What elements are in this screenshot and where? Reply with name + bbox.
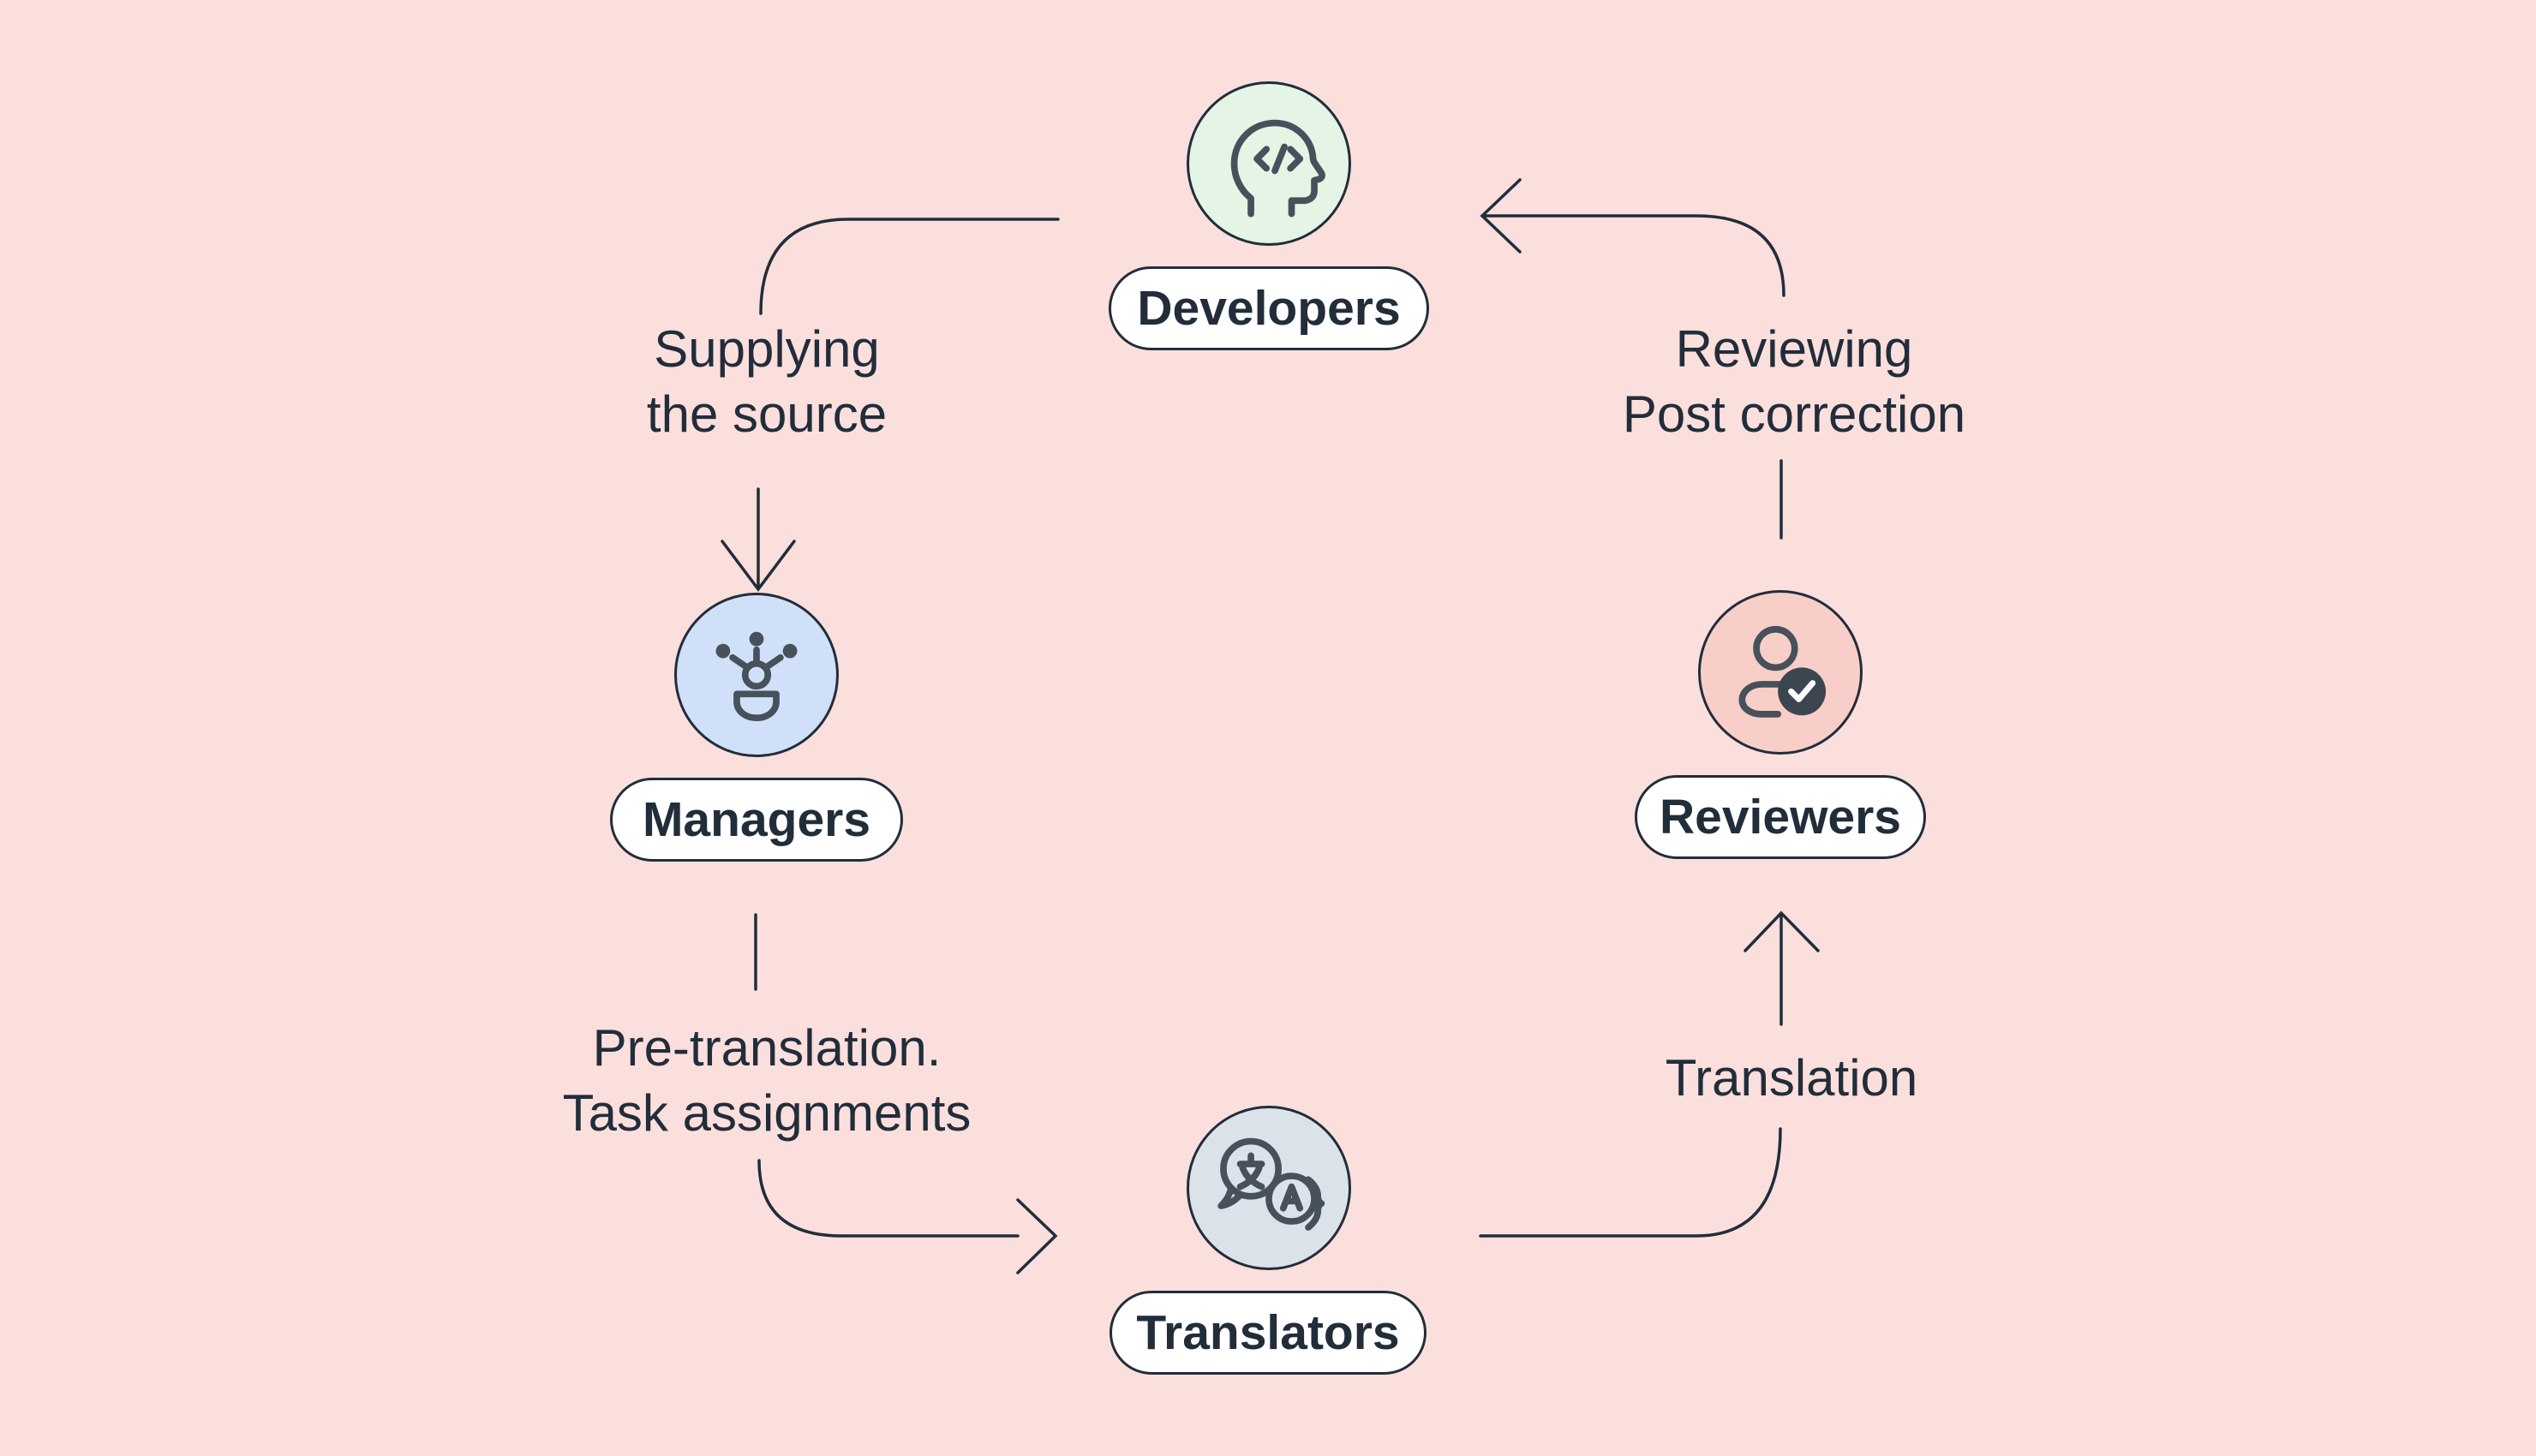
node-circle-translators <box>1187 1106 1351 1270</box>
edge-label-line: Reviewing <box>1675 320 1913 378</box>
reviewer-approved-icon <box>1738 625 1827 718</box>
edge-label-line: the source <box>646 385 888 443</box>
node-label-managers: Managers <box>610 778 903 862</box>
arrowhead-right <box>1016 1198 1058 1274</box>
node-label-translators: Translators <box>1110 1291 1426 1375</box>
edge-label-line: Task assignments <box>562 1084 972 1142</box>
edge-label-line: Post correction <box>1622 385 1966 443</box>
developer-head-code-icon <box>1230 119 1325 218</box>
manager-delegation-icon <box>715 631 798 722</box>
arrow-translators-to-reviewers <box>1479 910 1820 1238</box>
arrow-curve <box>1480 214 1785 297</box>
node-circle-developers <box>1187 81 1351 246</box>
arrow-reviewers-to-developers <box>1480 178 1785 540</box>
node-circle-managers <box>674 593 839 757</box>
arrowhead-down <box>721 540 796 592</box>
node-circle-reviewers <box>1698 590 1863 755</box>
edge-label-line: Supplying <box>654 320 880 378</box>
edge-label-translation: Translation <box>1577 1046 2006 1111</box>
node-label-text: Developers <box>1137 281 1401 336</box>
edge-label-supplying-the-source: Supplying the source <box>553 317 981 447</box>
arrowhead-up <box>1744 910 1820 952</box>
node-label-text: Reviewers <box>1659 790 1902 844</box>
edge-label-reviewing-post-correction: Reviewing Post correction <box>1580 317 2008 447</box>
arrowhead-left <box>1480 178 1522 254</box>
arrow-curve <box>1479 1127 1782 1238</box>
node-label-reviewers: Reviewers <box>1635 775 1926 859</box>
edge-label-line: Translation <box>1665 1049 1918 1107</box>
node-label-text: Translators <box>1136 1305 1400 1360</box>
edge-label-pre-translation-task-assignments: Pre-translation. Task assignments <box>527 1016 1007 1146</box>
node-label-text: Managers <box>642 792 871 847</box>
arrow-developers-to-managers <box>721 218 1060 592</box>
arrow-curve <box>759 218 1060 315</box>
edge-label-line: Pre-translation. <box>592 1019 942 1077</box>
node-label-developers: Developers <box>1109 266 1429 350</box>
translator-languages-icon <box>1217 1137 1325 1231</box>
arrow-managers-to-translators <box>754 913 1058 1274</box>
arrow-curve <box>757 1159 1020 1238</box>
